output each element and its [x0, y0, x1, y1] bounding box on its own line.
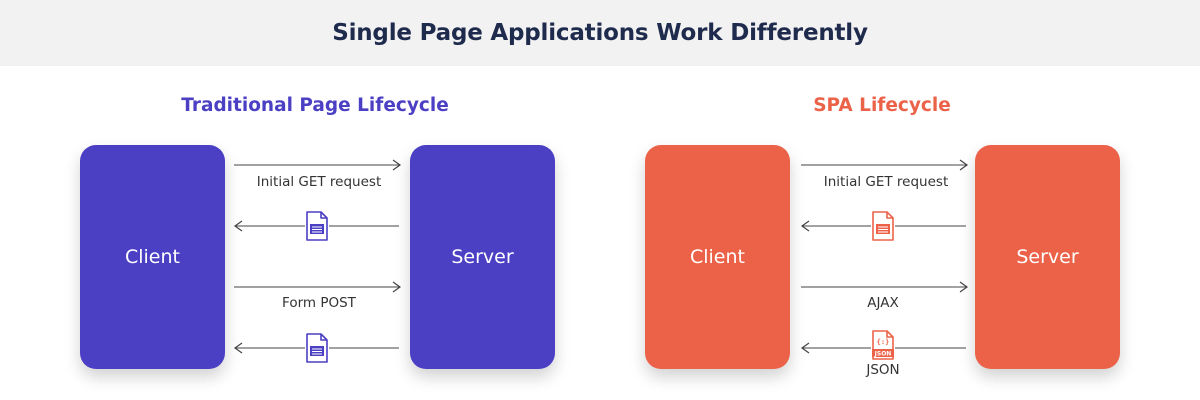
- svg-text:{:}: {:}: [877, 338, 890, 346]
- json-icon-text: JSON: [874, 351, 892, 358]
- traditional-client-box: Client: [80, 145, 225, 369]
- html-document-icon: [871, 211, 895, 241]
- spa-client-box: Client: [645, 145, 790, 369]
- spa-ajax-arrow: [801, 281, 969, 293]
- spa-ajax-label: AJAX: [867, 295, 899, 311]
- server-label: Server: [1016, 246, 1079, 268]
- title-band: Single Page Applications Work Differentl…: [0, 0, 1200, 66]
- traditional-server-box: Server: [410, 145, 555, 369]
- spa-heading: SPA Lifecycle: [813, 95, 951, 116]
- traditional-form-post-arrow: [234, 281, 402, 293]
- server-label: Server: [451, 246, 514, 268]
- html-document-icon: [305, 333, 329, 363]
- page-title: Single Page Applications Work Differentl…: [332, 20, 868, 46]
- spa-server-box: Server: [975, 145, 1120, 369]
- traditional-initial-get-label: Initial GET request: [256, 174, 382, 190]
- traditional-request-arrow: [234, 159, 402, 171]
- spa-initial-get-label: Initial GET request: [823, 174, 949, 190]
- spa-request-arrow: [801, 159, 969, 171]
- json-document-icon: {:} JSON: [871, 330, 895, 360]
- traditional-form-post-label: Form POST: [282, 295, 356, 311]
- html-document-icon: [305, 211, 329, 241]
- client-label: Client: [689, 246, 745, 268]
- client-label: Client: [124, 246, 180, 268]
- spa-json-label: JSON: [866, 362, 900, 378]
- traditional-heading: Traditional Page Lifecycle: [181, 95, 449, 116]
